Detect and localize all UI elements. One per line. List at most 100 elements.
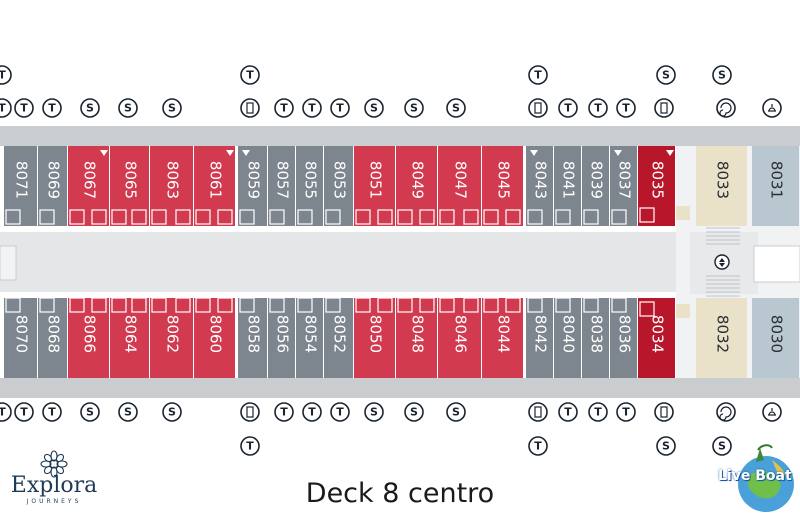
symbol-letter: T <box>20 406 28 419</box>
symbol-letter: T <box>594 102 602 115</box>
cabin-8033 <box>696 146 747 226</box>
cabin-8052 <box>324 298 353 378</box>
symbol-letter: S <box>370 102 378 115</box>
symbol-letter: S <box>168 102 176 115</box>
cabin-8050 <box>354 298 395 378</box>
cabin-bath <box>239 297 255 313</box>
symbol-letter: S <box>662 69 670 82</box>
symbol-letter: T <box>20 102 28 115</box>
accessible-cabin-glyph <box>246 406 254 418</box>
symbol-letter: S <box>168 406 176 419</box>
twin-beds-icon <box>302 402 322 422</box>
spa-glyph <box>719 102 732 117</box>
cabin-bath <box>611 297 627 313</box>
cabin-8038 <box>582 298 609 378</box>
cabin-8065 <box>110 146 149 226</box>
cabin-bath <box>611 209 627 225</box>
cabin-8037 <box>610 146 637 226</box>
cabin-8041 <box>554 146 581 226</box>
cabin-8051 <box>354 146 395 226</box>
symbol-letter: S <box>718 69 726 82</box>
cabin-bath <box>483 297 499 313</box>
liveboat-watermark: Live Boat <box>712 440 798 520</box>
shower-icon <box>118 402 138 422</box>
symbol-letter: T <box>534 440 542 453</box>
cabin-number: 8035 <box>649 161 667 199</box>
cabin-number: 8034 <box>649 315 667 353</box>
cabin-bath <box>175 297 191 313</box>
cabin-number: 8049 <box>409 161 427 199</box>
accessible-cabin-icon <box>240 98 260 118</box>
symbol-letter: S <box>662 440 670 453</box>
lift-lobby <box>753 245 800 283</box>
shower-icon <box>162 98 182 118</box>
cabin-number: 8038 <box>588 315 606 353</box>
shower-icon <box>80 98 100 118</box>
cabin-8044 <box>482 298 523 378</box>
cabin-8048 <box>396 298 437 378</box>
cabin-number: 8055 <box>302 161 320 199</box>
accessible-cabin-icon <box>528 402 548 422</box>
shower-icon <box>118 98 138 118</box>
cabin-bath <box>505 297 521 313</box>
shower-icon <box>364 402 384 422</box>
accessible-cabin-glyph <box>660 406 668 418</box>
cabin-number: 8060 <box>207 315 225 353</box>
cabin-number: 8071 <box>13 161 31 199</box>
cabin-number: 8036 <box>616 315 634 353</box>
symbol-letter: T <box>0 406 6 419</box>
shower-icon <box>364 98 384 118</box>
twin-beds-icon <box>616 98 636 118</box>
shower-icon <box>446 98 466 118</box>
cabin-bath <box>639 207 655 223</box>
cabin-8067 <box>68 146 109 226</box>
symbol-letter: T <box>308 102 316 115</box>
symbol-letter: T <box>308 406 316 419</box>
cabin-bath <box>69 209 85 225</box>
symbol-letter: T <box>246 440 254 453</box>
accessible-marker-icon <box>100 150 108 156</box>
cabin-number: 8061 <box>207 161 225 199</box>
cabin-8054 <box>296 298 323 378</box>
symbol-letter: T <box>564 102 572 115</box>
cabin-bath <box>439 297 455 313</box>
cabin-number: 8041 <box>560 161 578 199</box>
cabin-bath <box>377 297 393 313</box>
twin-beds-icon <box>274 98 294 118</box>
accessible-marker-icon <box>242 150 250 156</box>
service-square <box>676 206 690 220</box>
brand-tagline: JOURNEYS <box>26 498 82 505</box>
cabin-number: 8063 <box>164 161 182 199</box>
twin-beds-icon <box>14 98 34 118</box>
cabin-number: 8044 <box>495 315 513 353</box>
cabin-8060 <box>194 298 235 378</box>
cabin-8047 <box>438 146 481 226</box>
cabin-bath <box>195 209 211 225</box>
cabin-number: 8050 <box>367 315 385 353</box>
cabin-8042 <box>526 298 553 378</box>
cabin-number: 8066 <box>81 315 99 353</box>
cabin-bath <box>297 209 313 225</box>
symbol-letter: T <box>534 69 542 82</box>
symbol-letter: T <box>336 102 344 115</box>
cabin-bath <box>175 209 191 225</box>
cabin-bath <box>151 209 167 225</box>
symbol-letter: T <box>48 102 56 115</box>
shower-icon <box>656 65 676 85</box>
cabin-bath <box>463 209 479 225</box>
cabin-number: 8065 <box>122 161 140 199</box>
accessible-cabin-icon <box>654 402 674 422</box>
cabin-8055 <box>296 146 323 226</box>
deck-title: Deck 8 centro <box>305 478 495 509</box>
cabin-number: 8031 <box>768 161 786 199</box>
cabin-8045 <box>482 146 523 226</box>
cabin-number: 8053 <box>331 161 349 199</box>
cabin-number: 8064 <box>122 315 140 353</box>
shower-icon <box>404 98 424 118</box>
cabin-number: 8030 <box>768 315 786 353</box>
cabin-bath <box>325 297 341 313</box>
cabin-bath <box>555 209 571 225</box>
cabin-number: 8037 <box>616 161 634 199</box>
